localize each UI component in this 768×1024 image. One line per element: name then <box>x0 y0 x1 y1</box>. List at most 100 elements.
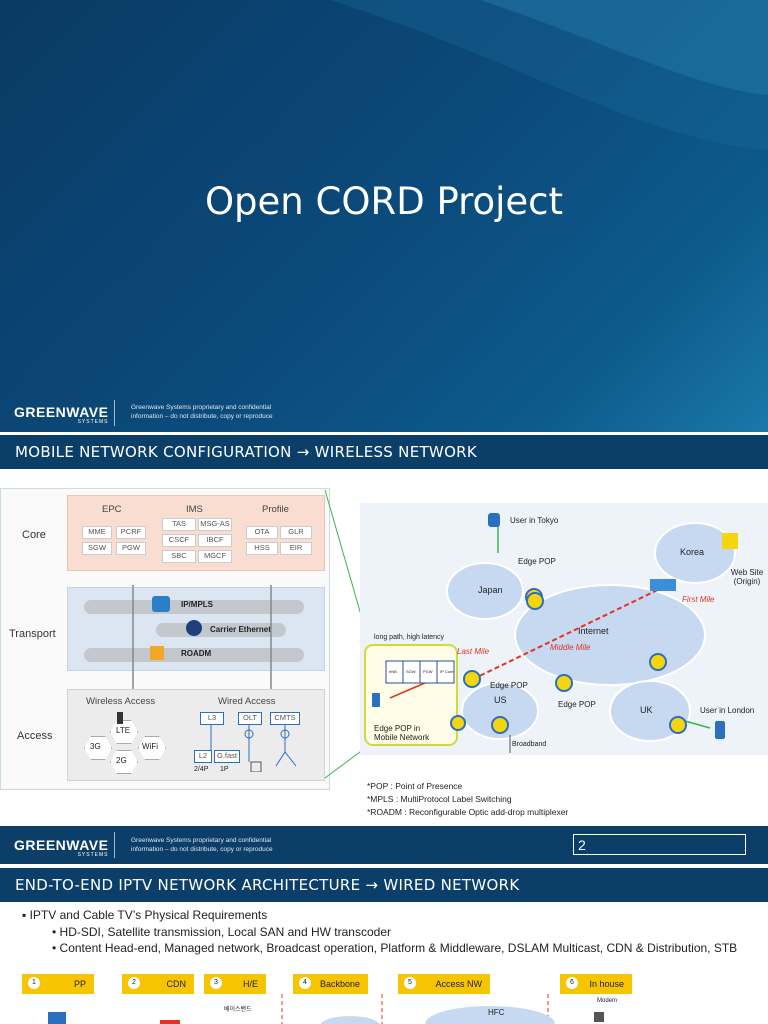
label-us: US <box>494 695 507 705</box>
step-number: 2 <box>128 977 140 989</box>
step-label: In house <box>589 979 624 989</box>
slide-title: Open CORD Project <box>204 180 564 223</box>
confidential-line: information – do not distribute, copy or… <box>131 846 273 853</box>
label-website-origin: Web Site (Origin) <box>730 568 764 586</box>
label-hfc: HFC <box>488 1008 505 1017</box>
access-olt: OLT <box>238 712 262 725</box>
step-cdn: 2 CDN <box>122 974 194 994</box>
core-item: PCRF <box>116 526 146 539</box>
hex-lte <box>110 720 138 744</box>
bullet-level2: • Content Head-end, Managed network, Bro… <box>52 941 737 955</box>
access-l2: L2 <box>194 750 212 763</box>
bullet-text: IPTV and Cable TV’s Physical Requirement… <box>29 908 268 922</box>
slide2-footer: GREENWAVE SYSTEMS Greenwave Systems prop… <box>0 826 768 864</box>
core-layer-box: EPC IMS Profile MME PCRF SGW PGW TAS MSG… <box>67 495 325 571</box>
step-label: Backbone <box>319 979 360 989</box>
access-layer-box: Wireless Access Wired Access LTE 3G WiFi… <box>67 689 325 781</box>
antenna-icon <box>117 712 123 724</box>
group-title-profile: Profile <box>262 504 289 515</box>
router-icon <box>152 596 170 612</box>
bullet-text: Content Head-end, Managed network, Broad… <box>59 941 738 955</box>
step-label: CDN <box>166 979 187 989</box>
bullet-level2: • HD-SDI, Satellite transmission, Local … <box>52 925 391 939</box>
bullet-dot-icon: • <box>52 941 60 955</box>
iptv-diagram-preview <box>48 994 604 1024</box>
group-title-epc: EPC <box>102 504 122 515</box>
slide3-body: ▪ IPTV and Cable TV’s Physical Requireme… <box>0 902 768 1024</box>
label-user-london: User in London <box>700 706 755 715</box>
label-edge-pop: Edge POP <box>518 557 556 566</box>
access-l3: L3 <box>200 712 224 725</box>
wired-access-title: Wired Access <box>218 696 276 707</box>
label-internet: Internet <box>578 626 609 636</box>
roadm-ring <box>84 648 304 662</box>
bullet-level1: ▪ IPTV and Cable TV’s Physical Requireme… <box>22 908 267 922</box>
logo-divider <box>114 400 115 426</box>
core-item: PGW <box>116 542 146 555</box>
transport-layer-box: IP/MPLS Carrier Ethernet ROADM <box>67 587 325 671</box>
label-korea: Korea <box>680 547 705 557</box>
label-long-path: long path, high latency <box>374 634 445 641</box>
step-in-house: 6 In house <box>560 974 632 994</box>
access-3g: 3G <box>90 742 101 751</box>
access-wifi: WiFi <box>142 742 158 751</box>
label-edge-pop-us: Edge POP <box>490 681 528 690</box>
wired-access-lines <box>210 724 297 772</box>
cdn-network-map: User in Tokyo Edge POP Korea Web Site (O… <box>360 503 768 755</box>
access-gfast: G.fast <box>214 750 240 763</box>
core-item: OTA <box>246 526 278 539</box>
slide2-header: MOBILE NETWORK CONFIGURATION → WIRELESS … <box>0 435 768 469</box>
logo-sub: SYSTEMS <box>77 852 109 858</box>
footnote-roadm: *ROADM : Reconfigurable Optic add-drop m… <box>367 807 569 817</box>
logo-name: GREENWAVE <box>14 837 109 853</box>
access-2-4p: 2/4P <box>194 766 209 773</box>
step-label: H/E <box>242 979 258 989</box>
label-uk: UK <box>640 705 653 715</box>
server-label: SGW <box>406 669 416 674</box>
core-item: MME <box>82 526 112 539</box>
core-item: EIR <box>280 542 312 555</box>
core-item: SGW <box>82 542 112 555</box>
step-number: 4 <box>299 977 311 989</box>
label-first-mile: First Mile <box>682 595 715 604</box>
server-label: eNB <box>389 669 397 674</box>
access-lte: LTE <box>116 726 131 735</box>
title-slide: Open CORD Project GREENWAVE SYSTEMS Gree… <box>0 0 768 432</box>
access-2g: 2G <box>116 756 127 765</box>
transport-carrier-ethernet: Carrier Ethernet <box>210 625 271 634</box>
core-item: GLR <box>280 526 312 539</box>
core-item: SBC <box>162 550 196 563</box>
logo-sub: SYSTEMS <box>77 419 109 425</box>
step-number: 6 <box>566 977 578 989</box>
step-backbone: 4 Backbone <box>293 974 368 994</box>
step-pp: 1 PP <box>22 974 94 994</box>
group-title-ims: IMS <box>186 504 203 515</box>
footnote-pop: *POP : Point of Presence <box>367 781 463 791</box>
label-modem: Modem <box>597 998 618 1004</box>
label-korean: 베이스밴드 <box>224 1007 252 1013</box>
server-label: IP Core <box>440 669 454 674</box>
step-label: Access NW <box>435 979 482 989</box>
greenwave-logo: GREENWAVE SYSTEMS <box>14 837 108 858</box>
network-layers-diagram: Core Transport Access EPC IMS Profile MM… <box>0 488 330 790</box>
layer-label-core: Core <box>22 529 46 541</box>
access-1p: 1P <box>220 766 229 773</box>
switch-icon <box>186 620 202 636</box>
logo-divider <box>114 832 115 858</box>
hex-wifi <box>138 736 166 760</box>
confidential-line: Greenwave Systems proprietary and confid… <box>131 404 272 411</box>
ipmpls-ring <box>84 600 304 614</box>
step-number: 3 <box>210 977 222 989</box>
footnote-mpls: *MPLS : MultiProtocol Label Switching <box>367 794 512 804</box>
greenwave-logo: GREENWAVE SYSTEMS <box>14 404 108 425</box>
core-item: MSG-AS <box>198 518 232 531</box>
bullet-text: HD-SDI, Satellite transmission, Local SA… <box>59 925 391 939</box>
confidential-line: Greenwave Systems proprietary and confid… <box>131 837 272 844</box>
label-edge-pop-mobile: Edge POP in Mobile Network <box>374 724 430 742</box>
step-number: 1 <box>28 977 40 989</box>
step-label: PP <box>73 979 86 989</box>
background-swoosh <box>330 0 768 150</box>
slide3-header: END-TO-END IPTV NETWORK ARCHITECTURE → W… <box>0 868 768 902</box>
label-edge-pop-mid: Edge POP <box>558 700 596 709</box>
